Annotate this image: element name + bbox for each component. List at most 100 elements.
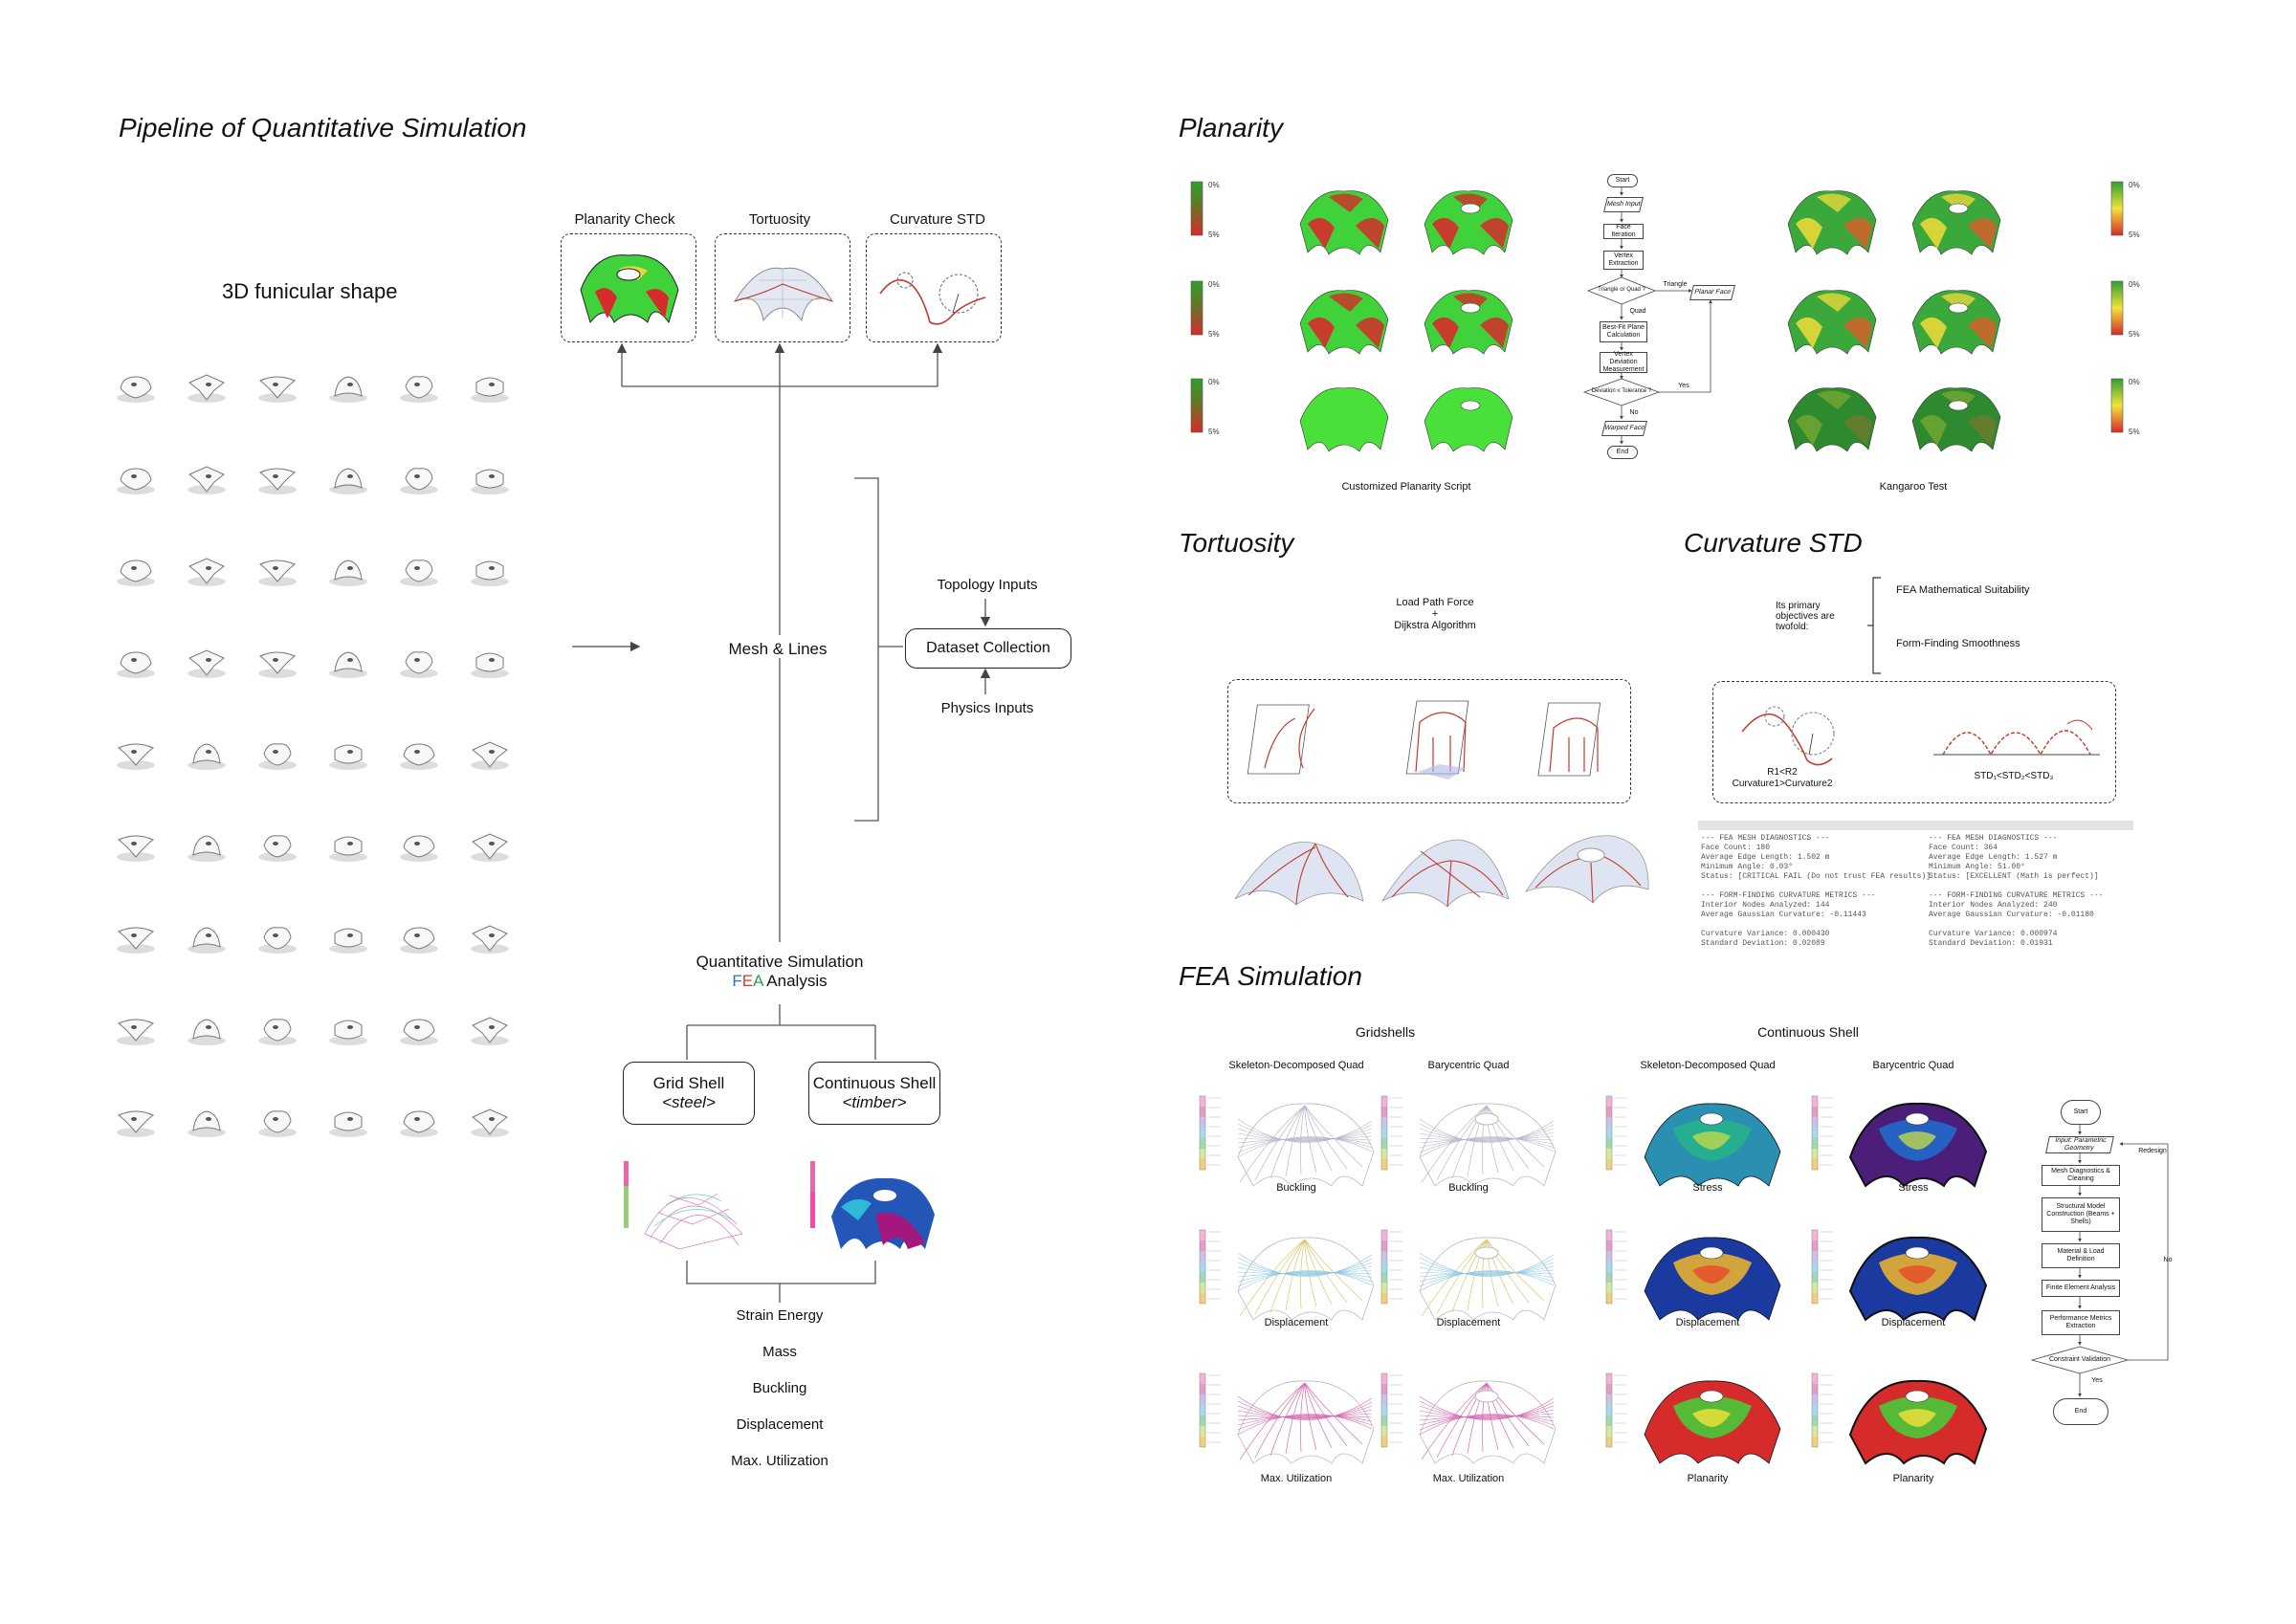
output-max-utilization: Max. Utilization	[708, 1448, 851, 1473]
curvature-brace	[1867, 577, 1881, 674]
fea-result-cell	[1199, 1372, 1375, 1464]
fea-col2-header: Barycentric Quad	[1427, 1060, 1510, 1071]
funicular-thumbnail	[258, 1019, 297, 1045]
svg-text:5%: 5%	[1208, 330, 1220, 339]
funicular-label: 3D funicular shape	[222, 279, 398, 303]
funicular-thumbnail	[471, 925, 509, 954]
funicular-thumbnail	[329, 376, 367, 403]
planarity-shell	[1787, 290, 1877, 355]
funicular-thumbnail	[258, 651, 297, 678]
curvature-intro: Its primary objectives are twofold:	[1776, 601, 1835, 632]
fea-caption-stress-1: Stress	[1692, 1182, 1723, 1194]
funicular-thumbnail	[329, 1020, 367, 1045]
funicular-thumbnail	[471, 1017, 509, 1045]
funicular-thumbnail	[258, 468, 297, 494]
planarity-shell	[1424, 190, 1513, 255]
planarity-shell	[1299, 190, 1389, 255]
code-output-left: --- FEA MESH DIAGNOSTICS --- Face Count:…	[1701, 834, 1932, 948]
curvature-title: Curvature STD	[1684, 528, 1863, 558]
planarity-title: Planarity	[1179, 113, 1283, 143]
planarity-shell	[1911, 190, 2001, 255]
funicular-thumbnail	[400, 1019, 438, 1045]
fea-gridshells-header: Gridshells	[1355, 1024, 1416, 1040]
funicular-thumbnail	[400, 927, 438, 954]
curvature-objective-2: Form-Finding Smoothness	[1896, 638, 2020, 649]
topology-inputs-node: Topology Inputs	[911, 572, 1064, 597]
planarity-right-caption: Kangaroo Test	[1879, 481, 1948, 493]
fea-result-cell	[1380, 1095, 1556, 1187]
curvature-r-caption-1: R1<R2	[1767, 767, 1798, 778]
funicular-thumbnail	[117, 1019, 155, 1045]
planarity-scale-bar	[2110, 181, 2124, 236]
fea-caption-displacement-1: Displacement	[1264, 1317, 1329, 1328]
planarity-shell	[1424, 290, 1513, 355]
output-displacement: Displacement	[708, 1412, 851, 1437]
funicular-thumbnail	[400, 376, 438, 403]
funicular-thumbnail	[329, 1111, 367, 1137]
curvature-std-caption: STD₁<STD₂<STD₃	[1974, 771, 2054, 781]
funicular-thumbnail	[400, 835, 438, 862]
curvature-diagram-box	[1712, 681, 2116, 803]
funicular-thumbnail	[400, 468, 438, 494]
funicular-thumbnail	[117, 560, 155, 586]
svg-text:5%: 5%	[2129, 230, 2140, 239]
planarity-scale-bar	[2110, 280, 2124, 336]
funicular-thumbnail	[329, 560, 367, 586]
qs-fea-analysis: FEA Analysis	[732, 972, 828, 990]
qs-title: Quantitative Simulation	[695, 953, 864, 971]
fea-result-cell	[1811, 1372, 1988, 1465]
fea-caption-maxutil-2: Max. Utilization	[1432, 1473, 1505, 1484]
continuous-shell-node: Continuous Shell <timber>	[808, 1062, 940, 1125]
code-output-right: --- FEA MESH DIAGNOSTICS --- Face Count:…	[1929, 834, 2104, 948]
svg-text:0%: 0%	[2129, 378, 2140, 386]
funicular-thumbnail	[329, 836, 367, 862]
funicular-thumbnail	[258, 376, 297, 403]
fea-result-cell	[1199, 1229, 1375, 1321]
output-mass: Mass	[708, 1339, 851, 1364]
funicular-thumbnail	[329, 468, 367, 494]
dataset-collection-node: Dataset Collection	[905, 628, 1071, 669]
fea-result-cell	[1811, 1095, 1988, 1188]
svg-text:0%: 0%	[2129, 181, 2140, 189]
mesh-lines-node: Mesh & Lines	[708, 635, 848, 664]
fea-caption-maxutil-1: Max. Utilization	[1260, 1473, 1333, 1484]
tortuosity-line2: Dijkstra Algorithm	[1394, 620, 1476, 631]
fea-caption-stress-2: Stress	[1898, 1182, 1929, 1194]
tortuosity-meshes	[1229, 823, 1650, 909]
kangaroo-results: 0%5%0%5%0%5%	[1775, 181, 2140, 459]
funicular-thumbnail	[329, 744, 367, 770]
curvature-objective-1: FEA Mathematical Suitability	[1896, 584, 2030, 596]
funicular-thumbnail	[471, 469, 509, 494]
planarity-shell	[1299, 387, 1389, 452]
planarity-shell	[1787, 190, 1877, 255]
planarity-check-label: Planarity Check	[553, 207, 696, 231]
planarity-scale-bar	[1190, 181, 1203, 236]
funicular-thumbnail	[188, 1019, 226, 1045]
fea-title: FEA Simulation	[1179, 961, 1362, 991]
planarity-shell	[1911, 387, 2001, 452]
tortuosity-check-label: Tortuosity	[708, 207, 851, 231]
grid-shell-node: Grid Shell <steel>	[623, 1062, 755, 1125]
fea-caption-planarity-1: Planarity	[1687, 1473, 1729, 1484]
funicular-thumbnail	[117, 743, 155, 770]
fea-continuous-header: Continuous Shell	[1757, 1024, 1859, 1040]
funicular-thumbnail	[471, 741, 509, 770]
funicular-thumbnail	[188, 558, 226, 586]
planarity-check-preview	[561, 233, 696, 342]
planarity-scale-bar	[2110, 378, 2124, 433]
fea-result-cell	[1605, 1229, 1781, 1321]
funicular-thumbnail	[329, 928, 367, 954]
continuous-shell-result-image	[808, 1157, 942, 1262]
funicular-thumbnail	[471, 1108, 509, 1137]
funicular-thumbnail	[400, 1110, 438, 1137]
funicular-thumbnail	[400, 560, 438, 586]
fea-flowchart: Start Input: Parametric Geometry Mesh Di…	[2028, 1090, 2181, 1444]
funicular-thumbnail	[117, 835, 155, 862]
funicular-thumbnail	[117, 651, 155, 678]
funicular-thumbnail	[188, 927, 226, 954]
planarity-shell	[1911, 290, 2001, 355]
fea-caption-planarity-2: Planarity	[1892, 1473, 1934, 1484]
funicular-thumbnail	[117, 468, 155, 494]
funicular-thumbnail	[258, 835, 297, 862]
